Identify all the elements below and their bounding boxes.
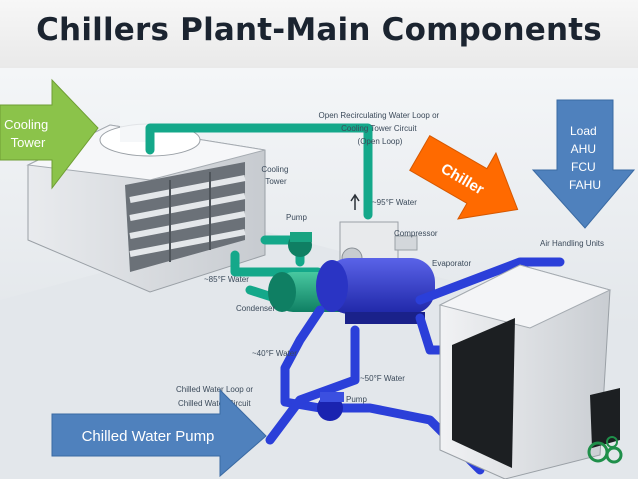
label-pump-bottom: Pump: [346, 395, 367, 404]
label-compressor: Compressor: [394, 229, 438, 238]
label-open-loop-l2: Cooling Tower Circuit: [341, 124, 417, 133]
slide-title: Chillers Plant-Main Components: [36, 12, 602, 48]
label-condenser: Condenser: [236, 304, 275, 313]
load-callout-text: Load AHU FCU FAHU: [569, 124, 601, 192]
label-water-50: ~50°F Water: [360, 374, 405, 383]
chilled-water-pump-unit: [317, 392, 344, 421]
title-bar: Chillers Plant-Main Components: [0, 0, 638, 68]
label-chilled-loop-l2: Chilled Water Circuit: [178, 399, 251, 408]
cooling-tower-callout-text: Cooling Tower: [4, 117, 52, 150]
load-callout-l2: AHU: [571, 142, 596, 156]
evaporator: [316, 258, 435, 324]
label-evaporator: Evaporator: [432, 259, 471, 268]
load-callout-l3: FCU: [571, 160, 596, 174]
cooling-tower-callout-l2: Tower: [11, 135, 46, 150]
chilled-water-pump-callout-arrow: [51, 388, 267, 478]
label-water-85: ~85°F Water: [204, 275, 249, 284]
chiller-plant-illustration: Open Recirculating Water Loop or Cooling…: [0, 68, 638, 479]
label-pump-top: Pump: [286, 213, 307, 222]
chiller-callout-arrow: [409, 134, 519, 220]
cooling-tower-callout-arrow: [0, 78, 99, 190]
cooling-tower-callout-l1: Cooling: [4, 117, 48, 132]
label-chilled-loop-l1: Chilled Water Loop or: [176, 385, 253, 394]
condenser-pump: [288, 232, 312, 257]
logo-badge: [587, 436, 623, 464]
label-cooling-tower: Cooling Tower: [261, 165, 290, 186]
load-callout-l4: FAHU: [569, 178, 601, 192]
air-handling-unit: [438, 264, 620, 479]
label-water-40: ~40°F Water: [252, 349, 297, 358]
chilled-water-pump-callout-text: Chilled Water Pump: [82, 428, 215, 445]
load-callout-arrow: [531, 99, 636, 229]
label-open-loop-l1: Open Recirculating Water Loop or: [319, 111, 440, 120]
label-water-95: ~95°F Water: [372, 198, 417, 207]
label-air-handling-units: Air Handling Units: [540, 239, 604, 248]
label-chilled-loop: Chilled Water Loop or Chilled Water Circ…: [176, 385, 255, 408]
label-open-loop-l3: (Open Loop): [358, 137, 403, 146]
flow-arrow-up: [350, 193, 360, 210]
label-cooling-tower-l1: Cooling: [261, 165, 288, 174]
label-cooling-tower-l2: Tower: [265, 177, 287, 186]
label-open-loop: Open Recirculating Water Loop or Cooling…: [319, 111, 442, 146]
load-callout-l1: Load: [570, 124, 597, 138]
